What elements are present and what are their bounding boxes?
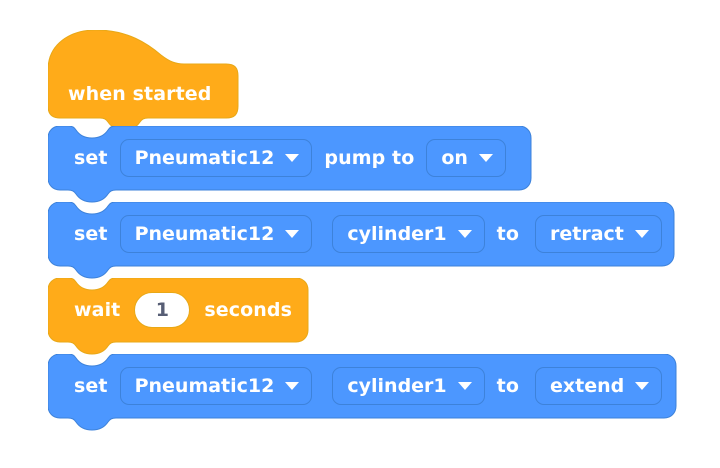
cylinder-dropdown[interactable]: cylinder1: [332, 367, 485, 405]
block-wait-seconds[interactable]: wait 1 seconds: [48, 278, 323, 356]
device-dropdown-value: Pneumatic12: [134, 222, 275, 245]
cylinder-dropdown[interactable]: cylinder1: [332, 215, 485, 253]
chevron-down-icon: [285, 382, 300, 390]
device-dropdown[interactable]: Pneumatic12: [119, 215, 313, 253]
chevron-down-icon: [285, 154, 300, 162]
seconds-label: seconds: [204, 298, 293, 321]
device-dropdown[interactable]: Pneumatic12: [119, 139, 313, 177]
cylinder-state-dropdown-value: retract: [550, 222, 624, 245]
device-dropdown-value: Pneumatic12: [134, 374, 275, 397]
block-set-cylinder-extend[interactable]: set Pneumatic12 cylinder1 to extend: [48, 354, 693, 444]
to-label: to: [496, 222, 519, 245]
cylinder-state-dropdown-value: extend: [550, 374, 625, 397]
set-label: set: [74, 146, 108, 169]
wait-duration-value: 1: [155, 298, 169, 321]
device-dropdown-value: Pneumatic12: [134, 146, 275, 169]
set-label: set: [74, 374, 108, 397]
set-label: set: [74, 222, 108, 245]
cylinder-state-dropdown[interactable]: retract: [535, 215, 662, 253]
cylinder-state-dropdown[interactable]: extend: [535, 367, 663, 405]
chevron-down-icon: [634, 230, 649, 238]
pump-state-dropdown-value: on: [441, 146, 468, 169]
block-set-pump[interactable]: set Pneumatic12 pump to on: [48, 126, 538, 204]
pump-to-label: pump to: [324, 146, 415, 169]
chevron-down-icon: [285, 230, 300, 238]
pump-state-dropdown[interactable]: on: [426, 139, 506, 177]
cylinder-dropdown-value: cylinder1: [347, 374, 447, 397]
cylinder-dropdown-value: cylinder1: [347, 222, 447, 245]
wait-label: wait: [74, 298, 121, 321]
chevron-down-icon: [635, 382, 650, 390]
to-label: to: [496, 374, 519, 397]
chevron-down-icon: [457, 230, 472, 238]
chevron-down-icon: [478, 154, 493, 162]
block-set-cylinder-retract[interactable]: set Pneumatic12 cylinder1 to retract: [48, 202, 688, 280]
block-when-started[interactable]: when started: [48, 30, 239, 128]
chevron-down-icon: [457, 382, 472, 390]
when-started-label: when started: [68, 82, 212, 105]
device-dropdown[interactable]: Pneumatic12: [119, 367, 313, 405]
wait-duration-input[interactable]: 1: [134, 292, 191, 328]
